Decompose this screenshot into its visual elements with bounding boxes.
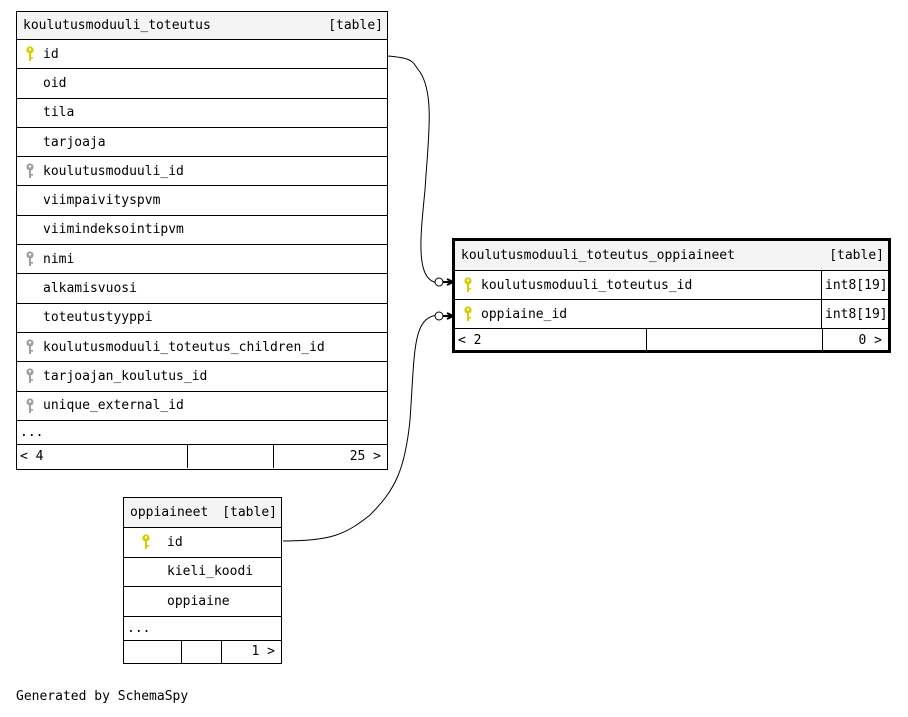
table-title: koulutusmoduuli_toteutus <box>23 18 211 33</box>
key-spacer <box>124 587 167 616</box>
column-name: id <box>43 46 59 62</box>
column-name: oid <box>43 75 67 91</box>
key-spacer <box>17 99 43 127</box>
primary-key-icon <box>124 528 167 557</box>
footer-parents[interactable]: < 4 <box>17 444 188 468</box>
column-row[interactable]: oid <box>17 69 387 99</box>
primary-key-icon <box>455 300 481 328</box>
edge-end-circle <box>434 311 444 321</box>
column-row[interactable]: nimi <box>17 245 387 275</box>
footer-parents[interactable]: < 2 <box>455 329 647 351</box>
foreign-key-icon <box>17 362 43 390</box>
column-row[interactable]: id <box>17 40 387 70</box>
table-oppiaineet[interactable]: oppiaineet [table] id kieli_koodi oppiaine… <box>123 497 282 664</box>
column-name: oppiaine <box>167 593 230 609</box>
footer-middle <box>647 329 823 351</box>
column-row[interactable]: id <box>124 528 281 558</box>
primary-key-icon <box>455 271 481 299</box>
column-name: oppiaine_id <box>481 306 568 322</box>
column-row[interactable]: toteutustyyppi <box>17 304 387 333</box>
table-tag: [table] <box>222 505 277 520</box>
foreign-key-icon <box>17 245 43 273</box>
column-row[interactable]: tila <box>17 99 387 128</box>
edge-oppiaineet-id <box>282 314 441 542</box>
footer-middle <box>188 444 274 468</box>
key-spacer <box>17 216 43 244</box>
footer-children[interactable]: 0 > <box>858 332 882 348</box>
key-spacer <box>17 186 43 214</box>
column-row[interactable]: unique_external_id <box>17 392 387 421</box>
column-row[interactable]: viimindeksointipvm <box>17 216 387 246</box>
column-row[interactable]: kieli_koodi <box>124 558 281 587</box>
generated-by-label: Generated by SchemaSpy <box>16 689 189 704</box>
key-spacer <box>17 69 43 97</box>
table-header[interactable]: koulutusmoduuli_toteutus_oppiaineet [tab… <box>455 241 888 271</box>
key-spacer <box>124 558 167 587</box>
table-footer: 1 > <box>124 640 281 663</box>
column-row[interactable]: oppiaine <box>124 587 281 617</box>
column-row[interactable]: koulutusmoduuli_id <box>17 157 387 187</box>
column-row[interactable]: koulutusmoduuli_toteutus_children_id <box>17 333 387 363</box>
more-columns: ... <box>124 617 281 641</box>
table-header[interactable]: koulutusmoduuli_toteutus [table] <box>17 12 387 40</box>
column-name: viimpaivityspvm <box>43 193 161 209</box>
foreign-key-icon <box>17 157 43 185</box>
more-columns: ... <box>17 421 387 445</box>
foreign-key-icon <box>17 392 43 420</box>
table-tag: [table] <box>829 248 884 263</box>
column-name: id <box>167 534 183 550</box>
column-name: koulutusmoduuli_toteutus_id <box>481 277 693 293</box>
key-spacer <box>17 274 43 302</box>
column-list: id kieli_koodi oppiaine <box>124 528 281 617</box>
column-name: tarjoaja <box>43 134 106 150</box>
column-row[interactable]: tarjoaja <box>17 128 387 158</box>
column-name: unique_external_id <box>43 398 184 414</box>
key-spacer <box>17 304 43 332</box>
key-spacer <box>17 128 43 156</box>
column-name: koulutusmoduuli_id <box>43 163 184 179</box>
footer-children[interactable]: 1 > <box>251 644 275 659</box>
column-name: alkamisvuosi <box>43 281 137 297</box>
column-name: kieli_koodi <box>167 564 254 580</box>
column-name: tila <box>43 105 75 121</box>
column-type: int8[19] <box>821 300 888 328</box>
column-type: int8[19] <box>821 271 888 299</box>
table-footer: < 2 0 > <box>455 329 888 351</box>
column-row[interactable]: oppiaine_id int8[19] <box>455 300 888 329</box>
footer-parents[interactable] <box>124 640 182 663</box>
table-footer: < 4 25 > <box>17 444 387 468</box>
footer-middle <box>182 640 222 663</box>
table-koulutusmoduuli-toteutus-oppiaineet[interactable]: koulutusmoduuli_toteutus_oppiaineet [tab… <box>452 238 891 353</box>
table-tag: [table] <box>328 18 383 33</box>
column-row[interactable]: alkamisvuosi <box>17 274 387 304</box>
column-name: viimindeksointipvm <box>43 222 184 238</box>
table-koulutusmoduuli-toteutus[interactable]: koulutusmoduuli_toteutus [table] id oid ti… <box>16 11 388 470</box>
edge-toteutus-id <box>386 55 441 284</box>
edge-end-circle <box>434 277 444 287</box>
footer-children[interactable]: 25 > <box>349 448 381 464</box>
table-title: koulutusmoduuli_toteutus_oppiaineet <box>461 248 735 263</box>
column-name: toteutustyyppi <box>43 310 153 326</box>
table-header[interactable]: oppiaineet [table] <box>124 498 281 528</box>
table-title: oppiaineet <box>130 505 209 520</box>
column-name: nimi <box>43 251 75 267</box>
column-name: koulutusmoduuli_toteutus_children_id <box>43 339 325 355</box>
primary-key-icon <box>17 40 43 68</box>
foreign-key-icon <box>17 333 43 361</box>
column-row[interactable]: viimpaivityspvm <box>17 186 387 216</box>
column-name: tarjoajan_koulutus_id <box>43 368 208 384</box>
column-row[interactable]: tarjoajan_koulutus_id <box>17 362 387 392</box>
column-row[interactable]: koulutusmoduuli_toteutus_id int8[19] <box>455 271 888 300</box>
